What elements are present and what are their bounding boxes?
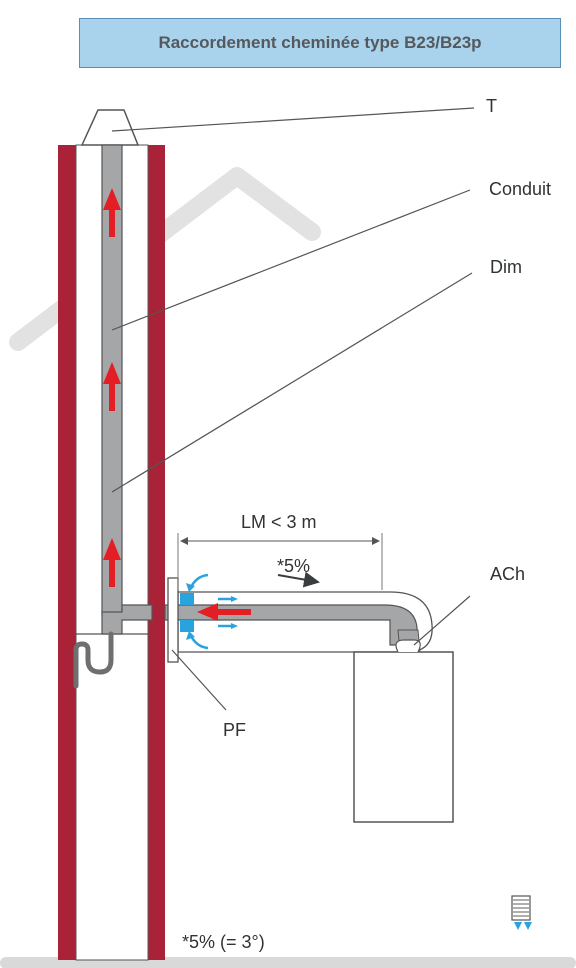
label-slope: *5%: [277, 556, 310, 576]
leader-appliance: [413, 595, 471, 646]
leader-dim: [111, 272, 473, 493]
air-inlet-bottom: [180, 620, 194, 632]
label-conduit: Conduit: [489, 179, 551, 199]
air-arrows: [186, 573, 238, 650]
vent-grille-icon: [511, 895, 532, 930]
label-appliance: ACh: [490, 564, 525, 584]
slope-arrow: [277, 571, 320, 588]
chimney-wall-right: [148, 145, 165, 960]
label-length: LM < 3 m: [241, 512, 317, 532]
boiler-connector: [395, 639, 421, 653]
chimney-wall-left: [58, 145, 76, 960]
leader-conduit: [111, 189, 471, 331]
boiler-body: [353, 651, 454, 823]
condensate-trap: [73, 631, 114, 689]
title-banner: Raccordement cheminée type B23/B23p: [79, 18, 561, 68]
label-dim: Dim: [490, 257, 522, 277]
air-inlet-top: [180, 593, 194, 605]
label-slope-note: *5% (= 3°): [182, 932, 265, 952]
page-title: Raccordement cheminée type B23/B23p: [158, 33, 482, 52]
flow-arrow-2: [103, 362, 121, 411]
label-plate: PF: [223, 720, 246, 740]
flow-arrow-3: [103, 538, 121, 587]
flow-arrow-1: [103, 188, 121, 237]
label-terminal: T: [486, 96, 497, 116]
leader-terminal: [111, 107, 475, 132]
flow-arrow-horizontal: [197, 603, 251, 621]
wall-plate: [167, 577, 179, 663]
terminal-cap: [80, 109, 140, 146]
leader-plate: [171, 649, 227, 711]
